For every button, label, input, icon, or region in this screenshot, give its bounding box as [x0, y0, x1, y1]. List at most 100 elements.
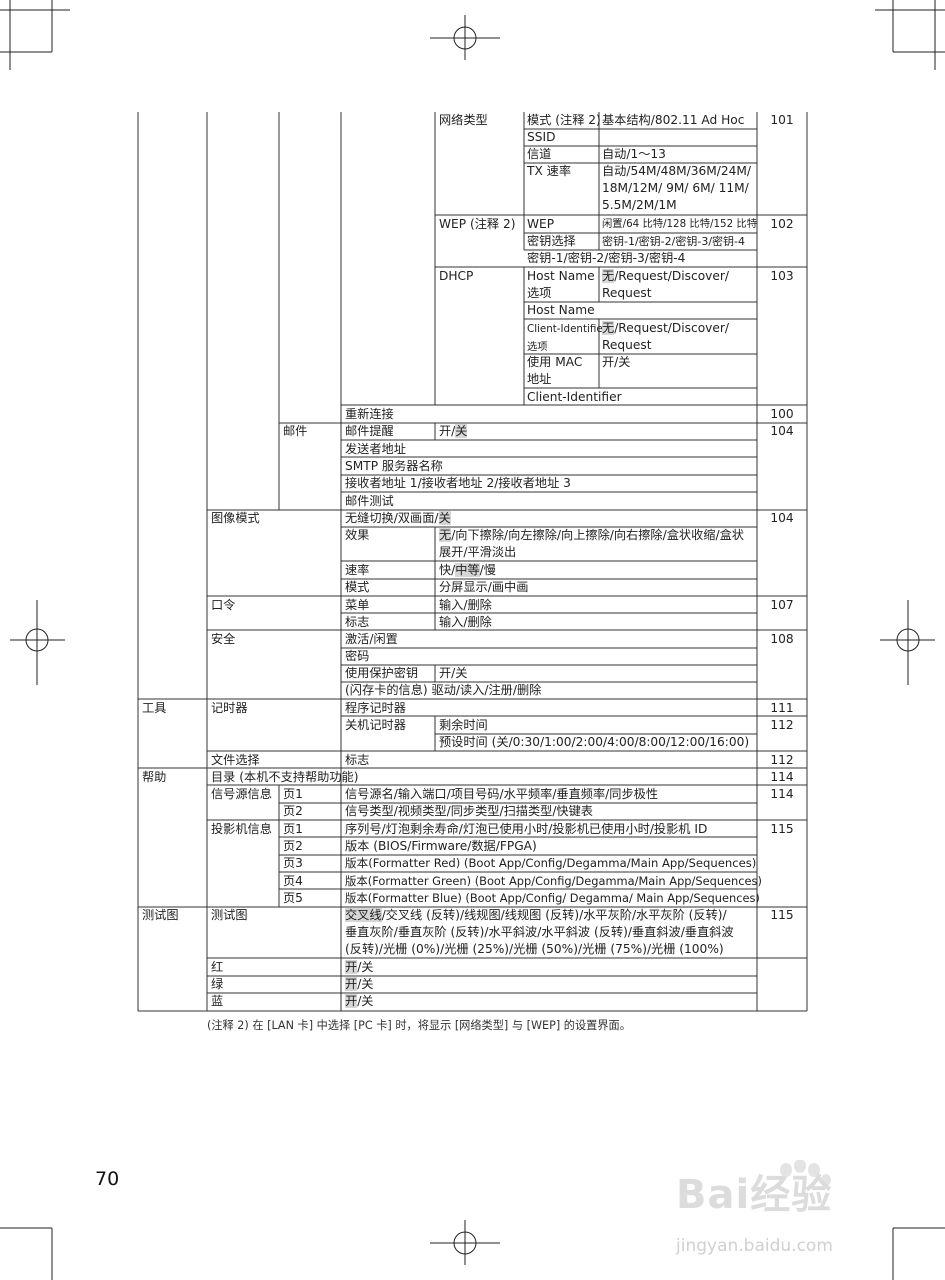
page-ref-115: 115	[770, 822, 794, 836]
cell-use-mac-value: 开/关	[602, 355, 631, 369]
page-ref-104-image: 104	[770, 511, 794, 525]
selected-default: 无	[602, 269, 615, 283]
cell-blue-value: 开/关	[345, 993, 373, 1010]
cell-use-mac: 使用 MAC 地址	[527, 355, 583, 386]
page-ref-102: 102	[770, 217, 794, 231]
cell-logo: 标志	[345, 615, 370, 629]
page-ref-111: 111	[770, 701, 794, 715]
cell-wep-value: 闲置/64 比特/128 比特/152 比特	[602, 218, 758, 230]
cell-image-mode: 图像模式	[211, 511, 260, 525]
cell-ssid: SSID	[527, 130, 556, 144]
selected-default: 开	[345, 994, 358, 1008]
cell-test-pattern: 测试图	[211, 908, 248, 922]
cell-pj-page5-value: 版本(Formatter Blue) (Boot App/Config/ Deg…	[345, 891, 760, 905]
page-ref-114-source: 114	[770, 787, 794, 801]
option-off: /关	[357, 977, 374, 991]
cell-pj-page2-value: 版本 (BIOS/Firmware/数据/FPGA)	[345, 839, 537, 853]
cell-preset: 预设时间 (关/0:30/1:00/2:00/4:00/8:00/12:00/1…	[439, 735, 750, 749]
selected-default: 无	[439, 528, 452, 542]
cell-use-protect-key: 使用保护密钥	[345, 666, 419, 680]
cell-key-list: 密钥-1/密钥-2/密钥-3/密钥-4	[527, 251, 686, 265]
cell-effect: 效果	[345, 528, 370, 542]
cell-mode-value: 基本结构/802.11 Ad Hoc	[602, 113, 745, 127]
cell-off-timer: 关机记时器	[345, 718, 406, 732]
cell-password: 口令	[211, 598, 236, 612]
cell-tools: 工具	[142, 701, 167, 715]
cell-pj-page3: 页3	[283, 856, 303, 870]
cell-channel-value: 自动/1～13	[602, 147, 666, 161]
cell-pj-page3-value: 版本(Formatter Red) (Boot App/Config/Degam…	[345, 856, 757, 870]
cell-speed: 速率	[345, 563, 370, 577]
cell-source-info: 信号源信息	[211, 787, 272, 801]
cell-mail-test: 邮件测试	[345, 494, 394, 508]
cell-contents: 目录 (本机不支持帮助功能)	[211, 770, 359, 784]
cell-host-name-option-value: 无/Request/Discover/ Request	[602, 268, 729, 302]
page-ref-108: 108	[770, 632, 794, 646]
cell-help: 帮助	[142, 770, 167, 784]
cell-menu: 菜单	[345, 598, 370, 612]
cell-source-page2: 页2	[283, 804, 303, 818]
option-on: 开/	[439, 424, 456, 438]
page-ref-112: 112	[770, 718, 794, 732]
cell-key-select: 密钥选择	[527, 234, 576, 248]
cell-mode-label: 模式 (注释 2)	[527, 113, 601, 127]
cell-projector-info: 投影机信息	[211, 822, 272, 836]
selected-default: 关	[438, 511, 451, 525]
cell-host-name: Host Name	[527, 303, 595, 317]
cell-smtp: SMTP 服务器名称	[345, 459, 443, 473]
cell-file-select: 文件选择	[211, 753, 260, 767]
option-off: /关	[357, 994, 374, 1008]
page-ref-104: 104	[770, 424, 794, 438]
cell-pj-page5: 页5	[283, 891, 303, 905]
cell-pj-page1-value: 序列号/灯泡剩余寿命/灯泡已使用小时/投影机已使用小时/投影机 ID	[345, 822, 708, 836]
footnote: (注释 2) 在 [LAN 卡] 中选择 [PC 卡] 时，将显示 [网络类型]…	[207, 1019, 631, 1032]
cell-test-pattern-value: 交叉线/交叉线 (反转)/线规图/线规图 (反转)/水平灰阶/水平灰阶 (反转)…	[345, 907, 734, 958]
cell-host-name-option: Host Name 选项	[527, 269, 595, 300]
option-rest: /交叉线 (反转)/线规图/线规图 (反转)/水平灰阶/水平灰阶 (反转)/ 垂…	[345, 908, 734, 956]
cell-mail-alert-value: 开/关	[439, 423, 468, 440]
cell-green-value: 开/关	[345, 976, 373, 993]
selected-default: 无	[602, 321, 615, 335]
cell-client-id-option: Client-Identifier 选项	[527, 320, 607, 356]
cell-effect-value: 无/向下擦除/向左擦除/向上擦除/向右擦除/盒状收缩/盒状 展开/平滑淡出	[439, 527, 744, 561]
cell-use-protect-key-value: 开/关	[439, 666, 468, 680]
cell-blue: 蓝	[211, 994, 224, 1008]
cell-pj-page4: 页4	[283, 874, 303, 888]
cell-client-id-option-value: 无/Request/Discover/ Request	[602, 320, 729, 354]
cell-mail: 邮件	[283, 424, 308, 438]
cell-activate: 激活/闲置	[345, 632, 398, 646]
cell-wep-group: WEP (注释 2)	[439, 217, 516, 231]
cell-red-value: 开/关	[345, 959, 373, 976]
cell-tx-rate: TX 速率	[527, 164, 572, 178]
cell-security: 安全	[211, 632, 236, 646]
cell-reconnect: 重新连接	[345, 407, 394, 421]
cell-network-type: 网络类型	[439, 113, 488, 127]
selected-default: 中等	[455, 563, 480, 577]
cell-flash-info: (闪存卡的信息) 驱动/读入/注册/删除	[345, 683, 542, 697]
option-slow: /慢	[479, 563, 496, 577]
page-ref-100: 100	[770, 407, 794, 421]
cell-seamless: 无缝切换/双画面/关	[345, 510, 451, 527]
cell-pwd: 密码	[345, 649, 370, 663]
cell-green: 绿	[211, 977, 224, 991]
cell-mode-value2: 分屏显示/画中画	[439, 580, 529, 594]
cell-mail-alert: 邮件提醒	[345, 424, 394, 438]
page-ref-112-file: 112	[770, 753, 794, 767]
cell-pj-page4-value: 版本(Formatter Green) (Boot App/Config/Deg…	[345, 874, 762, 888]
cell-wep: WEP	[527, 217, 555, 231]
cell-client-id: Client-Identifier	[527, 390, 622, 404]
selected-default: 交叉线	[345, 908, 382, 922]
watermark-brand: Bai经验	[676, 1172, 833, 1218]
cell-dhcp: DHCP	[439, 269, 474, 283]
cell-pj-page2: 页2	[283, 839, 303, 853]
cell-remaining: 剩余时间	[439, 718, 488, 732]
option-rest: /Request/Discover/ Request	[602, 269, 730, 300]
cell-timer: 记时器	[211, 701, 248, 715]
cell-program-timer: 程序记时器	[345, 701, 406, 715]
option-off: /关	[357, 960, 374, 974]
cell-pj-page1: 页1	[283, 822, 303, 836]
option-rest: 无缝切换/双画面/	[345, 511, 439, 525]
cell-sender: 发送者地址	[345, 442, 406, 456]
option-fast: 快/	[439, 563, 456, 577]
cell-test-pattern-group: 测试图	[142, 908, 179, 922]
